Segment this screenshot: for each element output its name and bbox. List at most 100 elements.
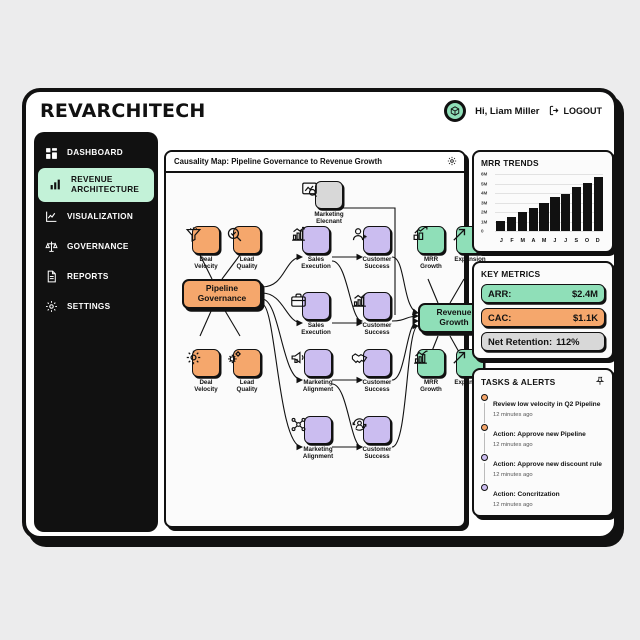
- chart-bar: [571, 187, 582, 231]
- node-sales-execution-2[interactable]: Sales Execution: [290, 292, 342, 336]
- avatar[interactable]: [444, 100, 467, 122]
- node-mrr-growth-1[interactable]: MRR Growth: [412, 226, 450, 270]
- app-logo-title: REVARCHITECH: [40, 100, 206, 122]
- chart-bar: [506, 216, 517, 231]
- node-deal-velocity-1[interactable]: Deal Velocity: [185, 226, 227, 270]
- sidebar-item-visualization[interactable]: VISUALIZATION: [34, 202, 158, 232]
- task-text: Action: Concritzation: [493, 491, 560, 498]
- chart-x-tick: M: [520, 238, 526, 244]
- node-customer-success-4[interactable]: Customer Success: [351, 416, 403, 460]
- task-text: Action: Approve new Pipeline: [493, 431, 586, 438]
- chart-gridline: [495, 231, 603, 232]
- node-label: Customer Success: [362, 322, 392, 337]
- gear-icon[interactable]: [447, 153, 457, 171]
- node-lead-quality-1[interactable]: Lead Quality: [226, 226, 268, 270]
- node-label: Deal Velocity: [194, 256, 218, 271]
- node-deal-velocity-2[interactable]: Deal Velocity: [185, 349, 227, 393]
- sidebar-item-label: REVENUE ARCHITECTURE: [71, 175, 140, 194]
- chart-bar: [517, 212, 528, 231]
- sidebar-item-settings[interactable]: SETTINGS: [34, 292, 158, 322]
- chart-bar: [528, 208, 538, 231]
- task-timestamp: 12 minutes ago: [493, 502, 533, 508]
- node-marketing-alignment-2[interactable]: Marketing Alignment: [290, 416, 346, 460]
- logout-label: LOGOUT: [563, 106, 603, 116]
- line-chart-icon: [44, 209, 59, 224]
- metric-net-retention: Net Retention: 112%: [481, 332, 605, 351]
- node-customer-success-3[interactable]: Customer Success: [351, 349, 403, 393]
- gear-icon: [186, 349, 220, 377]
- sidebar-item-governance[interactable]: GOVERNANCE: [34, 232, 158, 262]
- node-marketing-elecnant[interactable]: Marketing Elecnant: [301, 181, 357, 225]
- chart-bars: [496, 174, 603, 231]
- chart-x-tick: F: [510, 238, 514, 244]
- header-actions: Hi, Liam Miller LOGOUT: [444, 100, 602, 122]
- metric-value: $1.1K: [572, 312, 598, 323]
- sidebar-item-reports[interactable]: REPORTS: [34, 262, 158, 292]
- chart-gridline: [495, 174, 603, 175]
- status-badge: [481, 394, 488, 401]
- chart-x-tick: M: [541, 238, 547, 244]
- node-label: Customer Success: [362, 379, 392, 394]
- logout-button[interactable]: LOGOUT: [549, 105, 603, 118]
- node-pipeline-governance[interactable]: Pipeline Governance: [182, 279, 262, 309]
- node-sales-execution-1[interactable]: Sales Execution: [290, 226, 342, 270]
- tasks-alerts-card: TASKS & ALERTS Review low velocity in Q2…: [472, 368, 614, 517]
- task-timestamp: 12 minutes ago: [493, 472, 533, 478]
- chart-y-tick: 2M: [481, 209, 488, 215]
- metric-value: $2.4M: [571, 288, 598, 299]
- task-connector: [484, 463, 485, 483]
- user-cycle-icon: [352, 416, 391, 444]
- node-label: Sales Execution: [301, 256, 331, 271]
- logout-arrow-icon: [549, 105, 560, 118]
- causality-graph[interactable]: Pipeline Governance Revenue Growth Marke…: [166, 173, 490, 526]
- sidebar-item-revenue-architecture[interactable]: REVENUE ARCHITECTURE: [38, 168, 154, 202]
- task-item[interactable]: Action: Concritzation 12 minutes ago: [481, 483, 605, 508]
- causality-map-header: Causality Map: Pipeline Governance to Re…: [166, 152, 464, 173]
- chart-y-tick: 6M: [481, 171, 488, 177]
- node-mrr-growth-2[interactable]: MRR Growth: [412, 349, 450, 393]
- node-label: Customer Success: [362, 256, 392, 271]
- metric-arr: ARR: $2.4M: [481, 284, 605, 303]
- key-metrics-card: KEY METRICS ARR: $2.4M CAC: $1.1K Net Re…: [472, 261, 614, 360]
- chart-y-tick: 0: [481, 228, 484, 234]
- metric-label: ARR:: [488, 288, 512, 299]
- megaphone-icon: [291, 349, 332, 377]
- chart-bar: [561, 193, 571, 231]
- chart-bar: [539, 203, 549, 231]
- app-window: REVARCHITECH Hi, Liam Miller LOGOUT: [22, 88, 618, 540]
- node-lead-quality-2[interactable]: Lead Quality: [226, 349, 268, 393]
- card-title: TASKS & ALERTS: [481, 376, 605, 388]
- node-marketing-alignment-1[interactable]: Marketing Alignment: [290, 349, 346, 393]
- task-text: Action: Approve new discount rule: [493, 461, 602, 468]
- task-text: Review low velocity in Q2 Pipeline: [493, 401, 601, 408]
- task-item[interactable]: Action: Approve new discount rule 12 minu…: [481, 453, 605, 483]
- chart-gridline: [495, 221, 603, 223]
- node-customer-success-2[interactable]: Customer Success: [351, 292, 403, 336]
- node-label: Sales Execution: [301, 322, 331, 337]
- status-badge: [481, 424, 488, 431]
- chart-y-tick: 5M: [481, 181, 488, 186]
- network-icon: [291, 416, 332, 444]
- sidebar-item-dashboard[interactable]: DASHBOARD: [34, 138, 158, 168]
- briefcase-icon: [291, 292, 330, 320]
- task-body: Action: Approve new discount rule 12 minu…: [493, 453, 605, 478]
- pin-icon[interactable]: [595, 376, 605, 388]
- task-item[interactable]: Review low velocity in Q2 Pipeline 12 min…: [481, 393, 605, 423]
- funnel-icon: [185, 226, 220, 254]
- money-growth-icon: [413, 226, 445, 254]
- node-label: Marketing Alignment: [302, 379, 334, 394]
- metric-label: Net Retention:: [488, 336, 553, 347]
- task-timestamp: 12 minutes ago: [493, 412, 533, 418]
- handshake-icon: [351, 349, 391, 377]
- chart-y-tick: 4M: [481, 190, 488, 196]
- gear-icon: [44, 299, 59, 314]
- chart-gridline: [495, 193, 603, 194]
- chart-bar: [593, 176, 603, 231]
- node-customer-success-1[interactable]: Customer Success: [351, 226, 403, 270]
- chart-gridline: [495, 212, 603, 213]
- node-label: Expansion: [454, 379, 486, 386]
- chart-x-tick: O: [584, 238, 590, 244]
- status-badge: [481, 454, 488, 461]
